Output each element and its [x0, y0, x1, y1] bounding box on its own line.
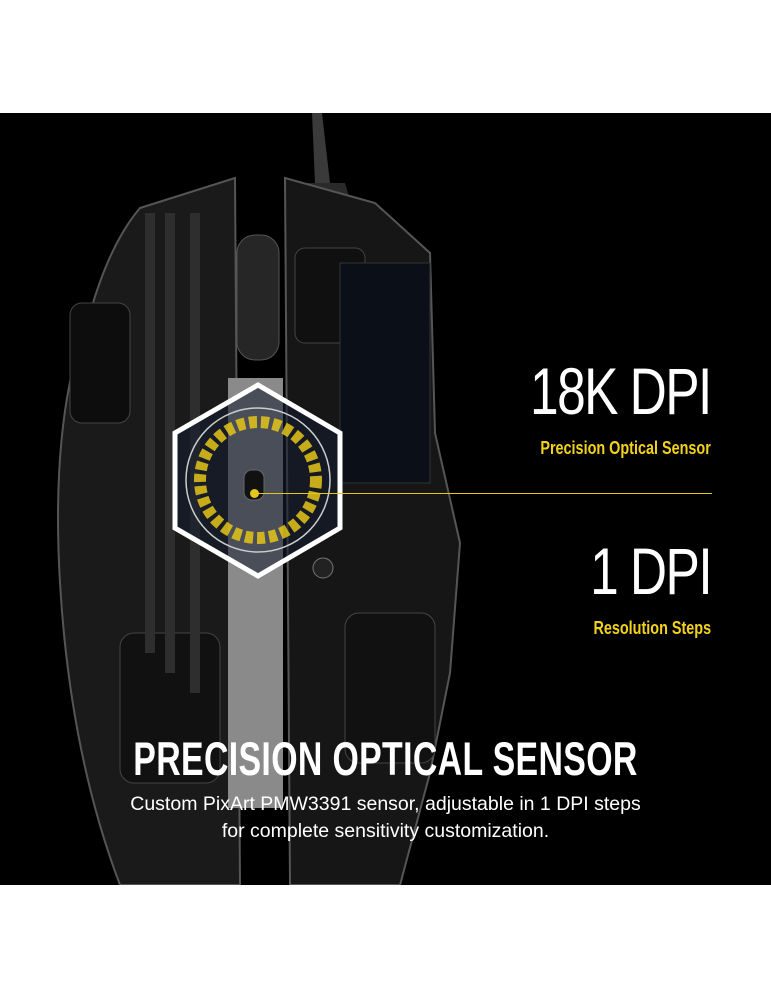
description-line: Custom PixArt PMW3391 sensor, adjustable… — [130, 793, 641, 815]
stat-label: Precision Optical Sensor — [540, 438, 711, 458]
feature-description: Custom PixArt PMW3391 sensor, adjustable… — [0, 791, 771, 845]
stat-value: 1 DPI — [590, 534, 713, 608]
stat-label: Resolution Steps — [593, 618, 711, 638]
stat-dpi: 18K DPI Precision Optical Sensor — [479, 354, 712, 459]
product-panel: 18K DPI Precision Optical Sensor 1 DPI R… — [0, 113, 771, 885]
feature-heading: PRECISION OPTICAL SENSOR — [133, 732, 638, 785]
stat-value: 18K DPI — [530, 354, 712, 428]
mouse-cutaway-image — [57, 113, 462, 885]
description-line: for complete sensitivity customization. — [221, 820, 550, 842]
callout-line — [255, 493, 712, 494]
stat-steps: 1 DPI Resolution Steps — [556, 534, 713, 639]
dpi-ring — [194, 416, 322, 544]
callout-dot — [250, 489, 259, 498]
sensor-chip — [243, 469, 265, 501]
